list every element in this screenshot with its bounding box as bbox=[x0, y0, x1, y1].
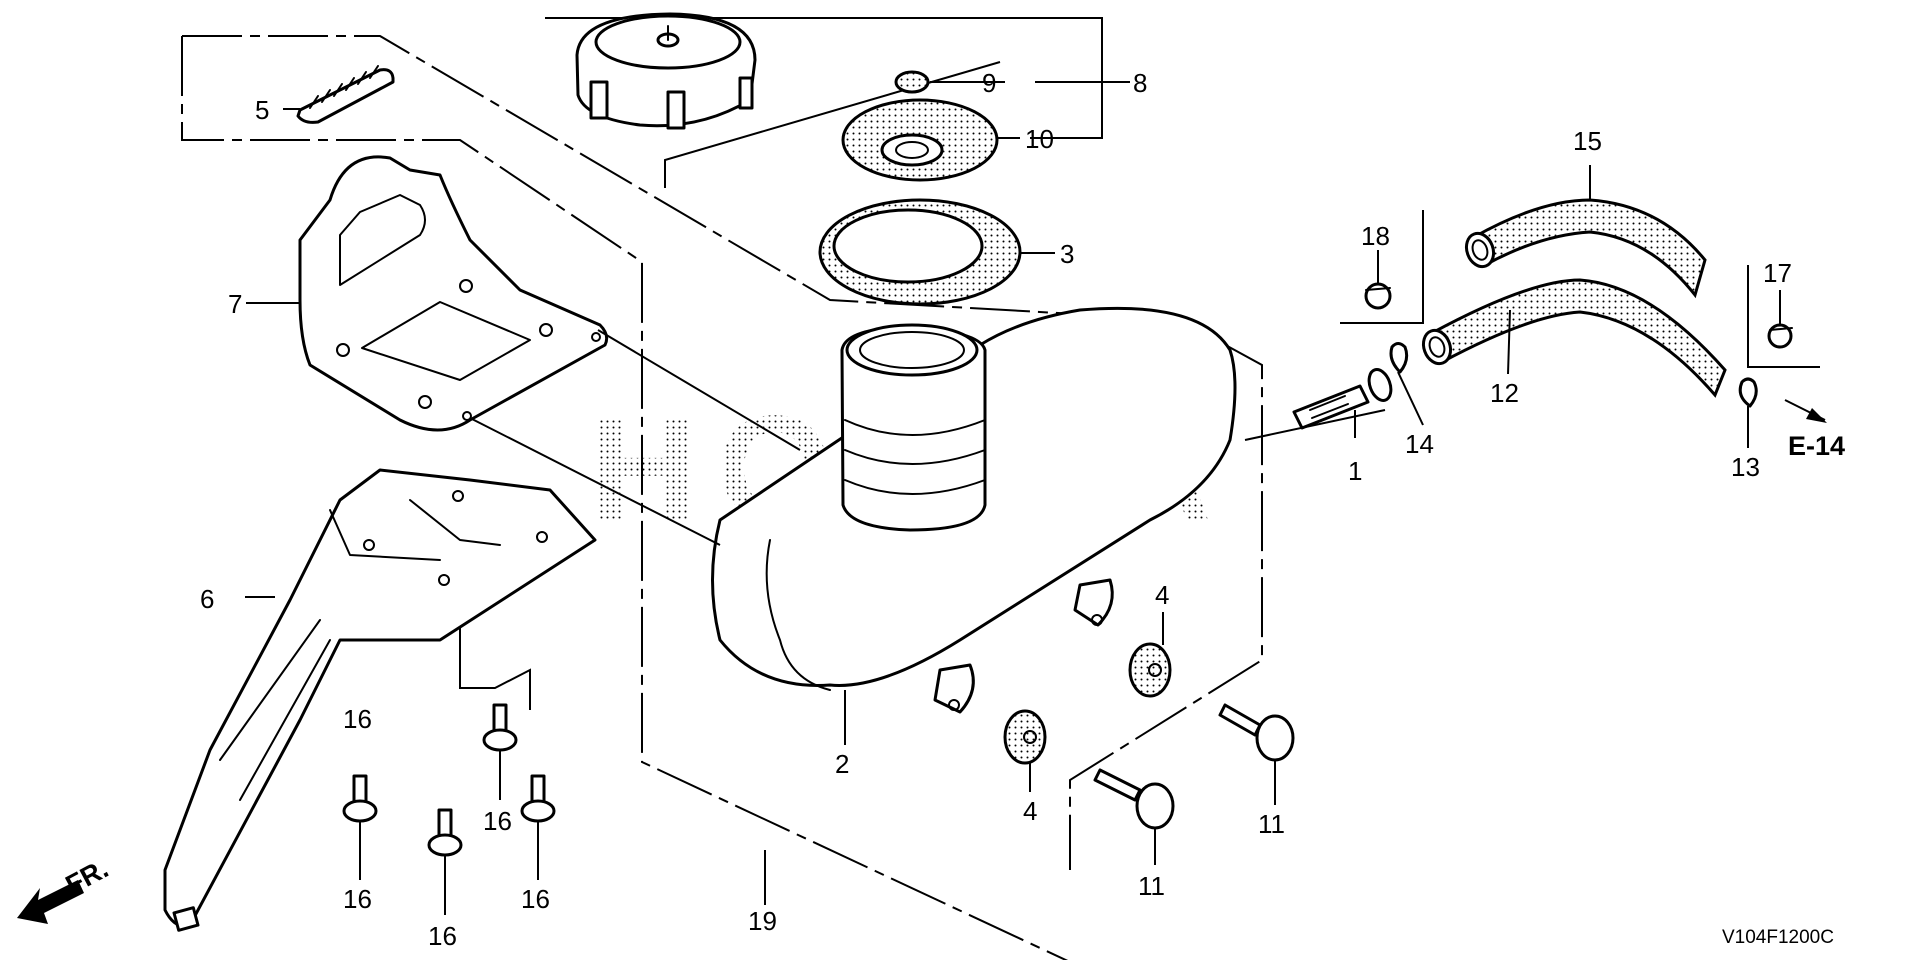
part-13-tube-clip bbox=[1738, 377, 1758, 408]
part-4-mount-rubber-lower bbox=[1003, 709, 1047, 765]
front-direction-indicator: FR. bbox=[17, 853, 113, 924]
callout-10: 10 bbox=[1025, 124, 1054, 154]
callout-16-c: 16 bbox=[428, 921, 457, 951]
callout-17: 17 bbox=[1763, 258, 1792, 288]
callout-4-lower: 4 bbox=[1023, 796, 1037, 826]
part-10-seal-plate bbox=[841, 98, 999, 182]
leader-lines bbox=[245, 81, 1826, 915]
callout-16-e: 16 bbox=[343, 704, 372, 734]
callout-2: 2 bbox=[835, 749, 849, 779]
part-6-tank-bracket bbox=[163, 468, 597, 932]
part-14-tube-clip bbox=[1389, 342, 1409, 374]
callout-1: 1 bbox=[1348, 456, 1362, 486]
callout-3: 3 bbox=[1060, 239, 1074, 269]
callout-11-lower: 11 bbox=[1138, 871, 1165, 901]
callout-14: 14 bbox=[1405, 429, 1434, 459]
part-7-tank-protector bbox=[298, 155, 609, 432]
part-16-flange-bolts bbox=[342, 703, 556, 857]
callout-16-b: 16 bbox=[343, 884, 372, 914]
callout-7: 7 bbox=[228, 289, 242, 319]
callout-6: 6 bbox=[200, 584, 214, 614]
part-11-flange-bolt-upper bbox=[1218, 703, 1295, 762]
callout-15: 15 bbox=[1573, 126, 1602, 156]
callout-13: 13 bbox=[1731, 452, 1760, 482]
callout-16-d: 16 bbox=[521, 884, 550, 914]
callout-8: 8 bbox=[1133, 68, 1147, 98]
part-8-fuel-cap bbox=[575, 12, 757, 130]
reference-e14: E-14 bbox=[1788, 431, 1845, 461]
part-17-hose-clamp bbox=[1767, 323, 1793, 349]
figure-code: V104F1200C bbox=[1722, 927, 1834, 948]
callout-5: 5 bbox=[255, 95, 269, 125]
e14-arrowhead bbox=[1806, 408, 1827, 423]
front-arrow-icon bbox=[17, 880, 84, 924]
part-4-mount-rubber-upper bbox=[1128, 642, 1172, 698]
part-18-hose-clamp bbox=[1364, 282, 1392, 310]
part-5-clip bbox=[296, 65, 395, 124]
callout-12: 12 bbox=[1490, 378, 1519, 408]
part-1-strainer bbox=[1292, 368, 1393, 430]
part-11-flange-bolt-lower bbox=[1093, 768, 1175, 830]
assembly-boundary-lines bbox=[181, 17, 1820, 960]
part-3-gasket bbox=[818, 198, 1022, 306]
part-15-fuel-tube bbox=[1464, 198, 1707, 299]
part-2-fuel-tank bbox=[711, 306, 1237, 714]
callout-18: 18 bbox=[1361, 221, 1390, 251]
callout-9: 9 bbox=[982, 68, 996, 98]
callout-11-upper: 11 bbox=[1258, 809, 1285, 839]
callout-19: 19 bbox=[748, 906, 777, 936]
callout-16-a: 16 bbox=[483, 806, 512, 836]
part-9-cap-plug bbox=[894, 70, 930, 94]
part-12-fuel-tube bbox=[1421, 278, 1727, 398]
callout-4-upper: 4 bbox=[1155, 580, 1169, 610]
